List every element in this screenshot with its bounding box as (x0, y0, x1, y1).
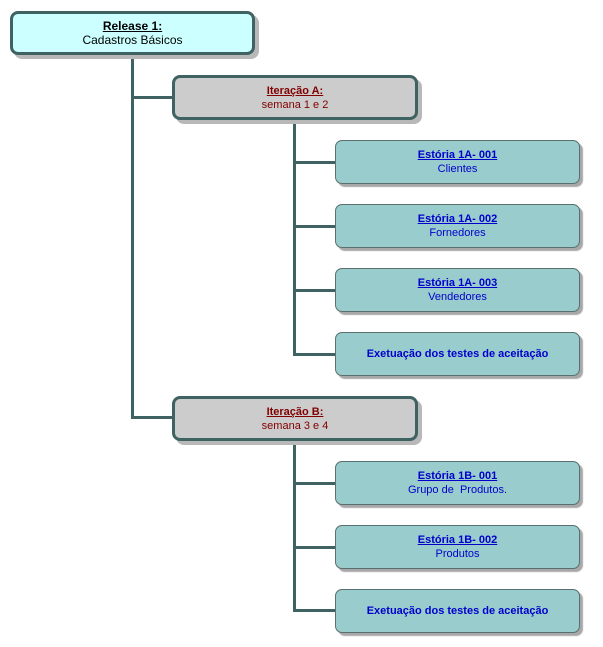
connector-iteration-a-story-2 (293, 225, 335, 228)
connector-iteration-a-story-1 (293, 161, 335, 164)
connector-iteration-a-trunk (293, 119, 296, 356)
story-node[interactable]: Estória 1A- 001 Clientes (335, 140, 580, 184)
story-subtitle: Vendedores (428, 291, 487, 303)
iteration-b-node[interactable]: Iteração B: semana 3 e 4 (172, 396, 418, 441)
acceptance-test-node[interactable]: Exetuação dos testes de aceitação (335, 589, 580, 633)
connector-release-iteration-b (131, 416, 172, 419)
acceptance-test-label: Exetuação dos testes de aceitação (366, 605, 549, 617)
story-subtitle: Clientes (437, 163, 478, 175)
connector-iteration-b-acceptance (293, 609, 335, 612)
story-title[interactable]: Estória 1B- 001 (417, 470, 498, 482)
iteration-title: Iteração A: (266, 84, 324, 97)
iteration-subtitle: semana 1 e 2 (261, 98, 329, 111)
connector-iteration-a-acceptance (293, 353, 335, 356)
acceptance-test-label: Exetuação dos testes de aceitação (366, 348, 549, 360)
story-subtitle: Grupo de Produtos. (407, 484, 508, 496)
release-node[interactable]: Release 1: Cadastros Básicos (10, 11, 255, 55)
story-node[interactable]: Estória 1B- 001 Grupo de Produtos. (335, 461, 580, 505)
connector-iteration-a-story-3 (293, 289, 335, 292)
story-title[interactable]: Estória 1A- 001 (417, 149, 498, 161)
story-title[interactable]: Estória 1A- 002 (417, 213, 498, 225)
connector-release-trunk (131, 55, 134, 419)
story-title[interactable]: Estória 1B- 002 (417, 534, 498, 546)
connector-iteration-b-story-1 (293, 482, 335, 485)
connector-release-iteration-a (131, 96, 172, 99)
story-node[interactable]: Estória 1B- 002 Produtos (335, 525, 580, 569)
iteration-a-node[interactable]: Iteração A: semana 1 e 2 (172, 75, 418, 120)
connector-iteration-b-trunk (293, 440, 296, 612)
story-subtitle: Fornedores (429, 227, 486, 239)
story-subtitle: Produtos (435, 548, 480, 560)
iteration-title: Iteração B: (266, 405, 324, 418)
release-subtitle: Cadastros Básicos (82, 33, 183, 47)
iteration-subtitle: semana 3 e 4 (261, 419, 329, 432)
acceptance-test-node[interactable]: Exetuação dos testes de aceitação (335, 332, 580, 376)
story-title[interactable]: Estória 1A- 003 (417, 277, 498, 289)
release-title: Release 1: (102, 19, 163, 33)
story-node[interactable]: Estória 1A- 002 Fornedores (335, 204, 580, 248)
connector-iteration-b-story-2 (293, 546, 335, 549)
story-node[interactable]: Estória 1A- 003 Vendedores (335, 268, 580, 312)
